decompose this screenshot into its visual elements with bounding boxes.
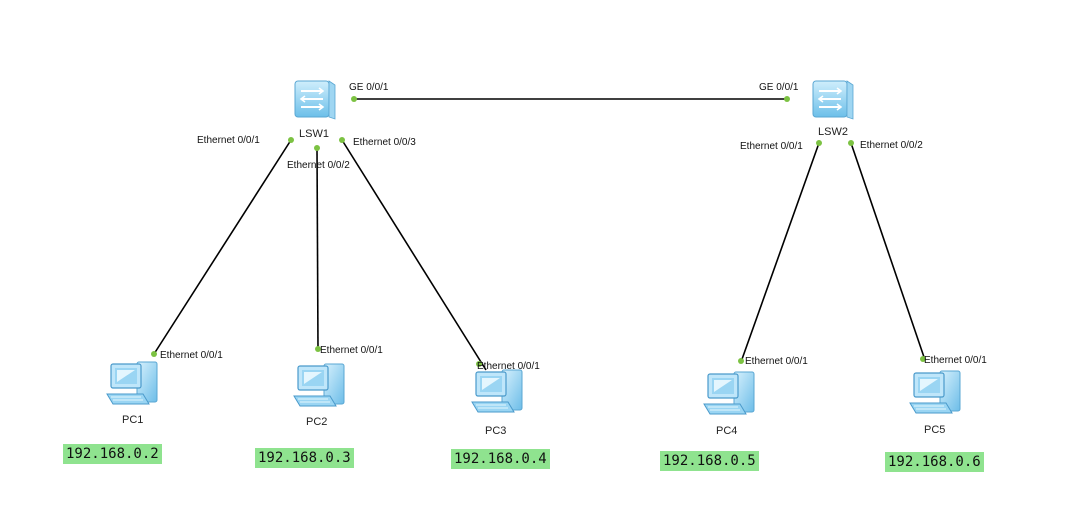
port-label-pc5-e1: Ethernet 0/0/1 [924,355,987,366]
port-label-lsw1-e3: Ethernet 0/0/3 [353,137,416,148]
link-lsw2-pc4[interactable] [740,142,820,363]
port-label-pc1-e1: Ethernet 0/0/1 [160,350,223,361]
port-label-lsw1-e1: Ethernet 0/0/1 [197,135,260,146]
pc-icon [703,371,755,415]
switch-icon [294,80,336,120]
switch-label: LSW2 [818,126,848,138]
link-lsw1-pc1[interactable] [153,139,292,355]
pc-icon [106,361,158,405]
port-label-pc3-e1: Ethernet 0/0/1 [477,361,540,372]
port-dot [738,358,744,364]
port-label-lsw2-e2: Ethernet 0/0/2 [860,140,923,151]
ip-address-pc4: 192.168.0.5 [660,451,759,471]
port-dot [920,356,926,362]
pc-icon [909,370,961,414]
switch-icon [812,80,854,120]
pc-icon [471,369,523,413]
port-dot [351,96,357,102]
port-dot [339,137,345,143]
pc-pc4[interactable]: PC4 [703,371,755,437]
pc-pc5[interactable]: PC5 [909,370,961,436]
ip-address-pc5: 192.168.0.6 [885,452,984,472]
port-dot [151,351,157,357]
pc-icon [293,363,345,407]
port-dot [314,145,320,151]
port-dot [288,137,294,143]
port-label-lsw1-e2: Ethernet 0/0/2 [287,160,350,171]
port-dot [816,140,822,146]
ip-address-pc3: 192.168.0.4 [451,449,550,469]
pc-pc3[interactable]: PC3 [471,369,523,437]
port-labels: GE 0/0/1 GE 0/0/1 Ethernet 0/0/1 Etherne… [160,82,987,372]
port-label-lsw2-ge: GE 0/0/1 [759,82,799,93]
port-label-pc2-e1: Ethernet 0/0/1 [320,345,383,356]
pc-label: PC2 [306,416,327,428]
links [153,98,926,371]
port-dot [315,346,321,352]
pc-pc1[interactable]: PC1 [106,361,158,426]
switch-label: LSW1 [299,128,329,140]
port-dot [848,140,854,146]
port-label-pc4-e1: Ethernet 0/0/1 [745,356,808,367]
switch-lsw1[interactable]: LSW1 [294,80,336,140]
switch-lsw2[interactable]: LSW2 [812,80,854,138]
port-dot [476,361,482,367]
ip-address-pc2: 192.168.0.3 [255,448,354,468]
pc-label: PC5 [924,424,945,436]
port-dots [151,96,926,367]
pc-label: PC3 [485,425,506,437]
port-label-lsw1-ge: GE 0/0/1 [349,82,389,93]
ip-address-pc1: 192.168.0.2 [63,444,162,464]
port-dot [784,96,790,102]
pc-pc2[interactable]: PC2 [293,363,345,428]
pc-label: PC1 [122,414,143,426]
link-lsw2-pc5[interactable] [850,142,926,361]
link-lsw1-pc2[interactable] [316,147,319,350]
pc-label: PC4 [716,425,737,437]
link-lsw1-pc3[interactable] [341,139,487,371]
port-label-lsw2-e1: Ethernet 0/0/1 [740,141,803,152]
